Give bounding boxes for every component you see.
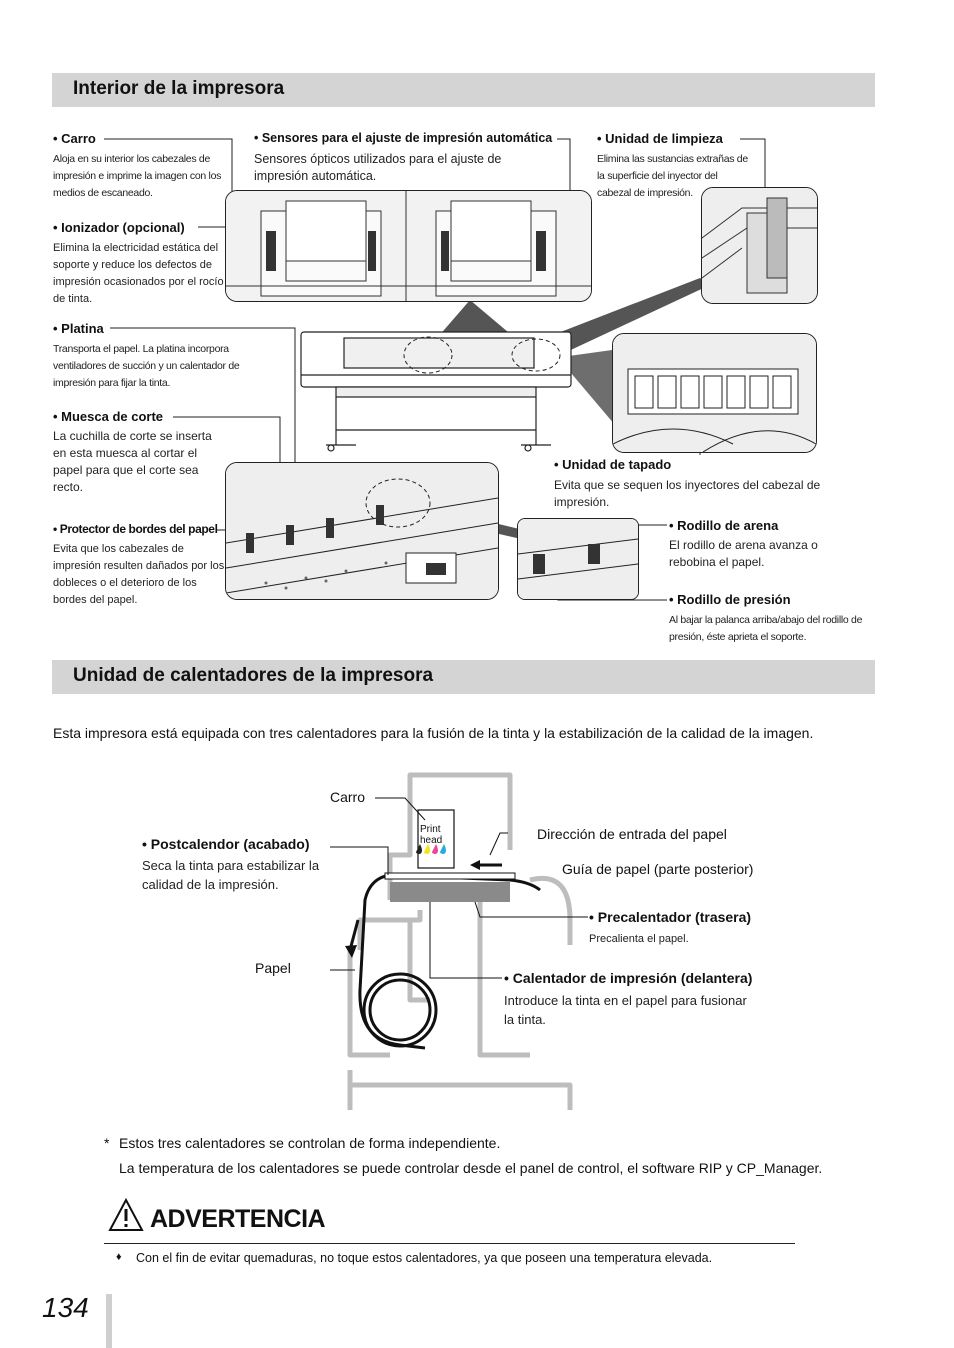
heater-diagram: Print head bbox=[330, 770, 590, 1125]
print-head-label-2: head bbox=[420, 835, 442, 846]
page-number-bar bbox=[106, 1294, 112, 1348]
section-header-heaters: Unidad de calentadores de la impresora bbox=[52, 660, 875, 694]
print-head-label-1: Print bbox=[420, 824, 441, 835]
label-tapado-desc: Evita que se sequen los inyectores del c… bbox=[554, 477, 844, 511]
label-ionizador-desc: Elimina la electricidad estática del sop… bbox=[53, 240, 225, 308]
capping-unit-illustration bbox=[613, 334, 816, 452]
warning-divider bbox=[104, 1243, 795, 1244]
capping-unit-photo-panel bbox=[612, 333, 817, 453]
label-platina-title: • Platina bbox=[53, 321, 104, 336]
pinch-roller-illustration bbox=[518, 519, 638, 599]
diagram-papel-label: Papel bbox=[255, 960, 291, 976]
pinch-roller-photo-panel bbox=[517, 518, 639, 600]
cleaning-unit-photo-panel bbox=[701, 187, 818, 304]
label-arena-desc: El rodillo de arena avanza o rebobina el… bbox=[669, 537, 849, 571]
diagram-precalentador-desc: Precalienta el papel. bbox=[589, 933, 689, 945]
diagram-direccion-label: Dirección de entrada del papel bbox=[537, 826, 727, 842]
diagram-calentador-desc-2: la tinta. bbox=[504, 1012, 546, 1027]
label-sensores-title: • Sensores para el ajuste de impresión a… bbox=[254, 131, 552, 145]
diagram-calentador-desc-1: Introduce la tinta en el papel para fusi… bbox=[504, 993, 747, 1008]
warning-title: ADVERTENCIA bbox=[150, 1205, 325, 1234]
printer-overview bbox=[296, 330, 576, 455]
heaters-intro-text: Esta impresora está equipada con tres ca… bbox=[53, 725, 813, 741]
page-number: 134 bbox=[42, 1292, 89, 1324]
label-presion-desc: Al bajar la palanca arriba/abajo del rod… bbox=[669, 612, 879, 646]
label-carro-desc: Aloja en su interior los cabezales de im… bbox=[53, 151, 225, 202]
diagram-postcalendor-title: • Postcalendor (acabado) bbox=[142, 836, 310, 852]
diagram-precalentador-title: • Precalentador (trasera) bbox=[589, 909, 751, 925]
label-sensores-desc: Sensores ópticos utilizados para el ajus… bbox=[254, 151, 524, 185]
carriage-photo-panel bbox=[225, 190, 592, 302]
diagram-guia-label: Guía de papel (parte posterior) bbox=[562, 861, 753, 877]
carriage-illustration bbox=[226, 191, 591, 301]
note-line-2: La temperatura de los calentadores se pu… bbox=[119, 1160, 822, 1176]
diagram-label-carro: Carro bbox=[330, 789, 365, 805]
section-title: Unidad de calentadores de la impresora bbox=[73, 665, 433, 687]
warning-triangle-icon bbox=[108, 1198, 144, 1232]
cleaning-unit-illustration bbox=[702, 188, 817, 303]
label-arena-title: • Rodillo de arena bbox=[669, 518, 778, 533]
label-protector-title: • Protector de bordes del papel bbox=[53, 522, 218, 536]
label-muesca-desc: La cuchilla de corte se inserta en esta … bbox=[53, 428, 213, 496]
platen-illustration bbox=[226, 463, 498, 599]
warning-bullet: ♦ bbox=[116, 1251, 122, 1263]
note-line-1: Estos tres calentadores se controlan de … bbox=[119, 1135, 500, 1151]
label-limpieza-title: • Unidad de limpieza bbox=[597, 131, 723, 146]
label-muesca-title: • Muesca de corte bbox=[53, 409, 163, 424]
label-ionizador-title: • Ionizador (opcional) bbox=[53, 220, 185, 235]
diagram-postcalendor-desc-2: calidad de la impresión. bbox=[142, 877, 279, 892]
diagram-calentador-title: • Calentador de impresión (delantera) bbox=[504, 970, 752, 986]
label-platina-desc: Transporta el papel. La platina incorpor… bbox=[53, 341, 268, 392]
label-tapado-title: • Unidad de tapado bbox=[554, 457, 671, 472]
diagram-postcalendor-desc-1: Seca la tinta para estabilizar la bbox=[142, 858, 319, 873]
warning-text: Con el fin de evitar quemaduras, no toqu… bbox=[136, 1251, 712, 1265]
label-carro-title: • Carro bbox=[53, 131, 96, 146]
label-protector-desc: Evita que los cabezales de impresión res… bbox=[53, 541, 225, 609]
label-presion-title: • Rodillo de presión bbox=[669, 592, 791, 607]
note-star: * bbox=[104, 1135, 109, 1151]
platen-photo-panel bbox=[225, 462, 499, 600]
